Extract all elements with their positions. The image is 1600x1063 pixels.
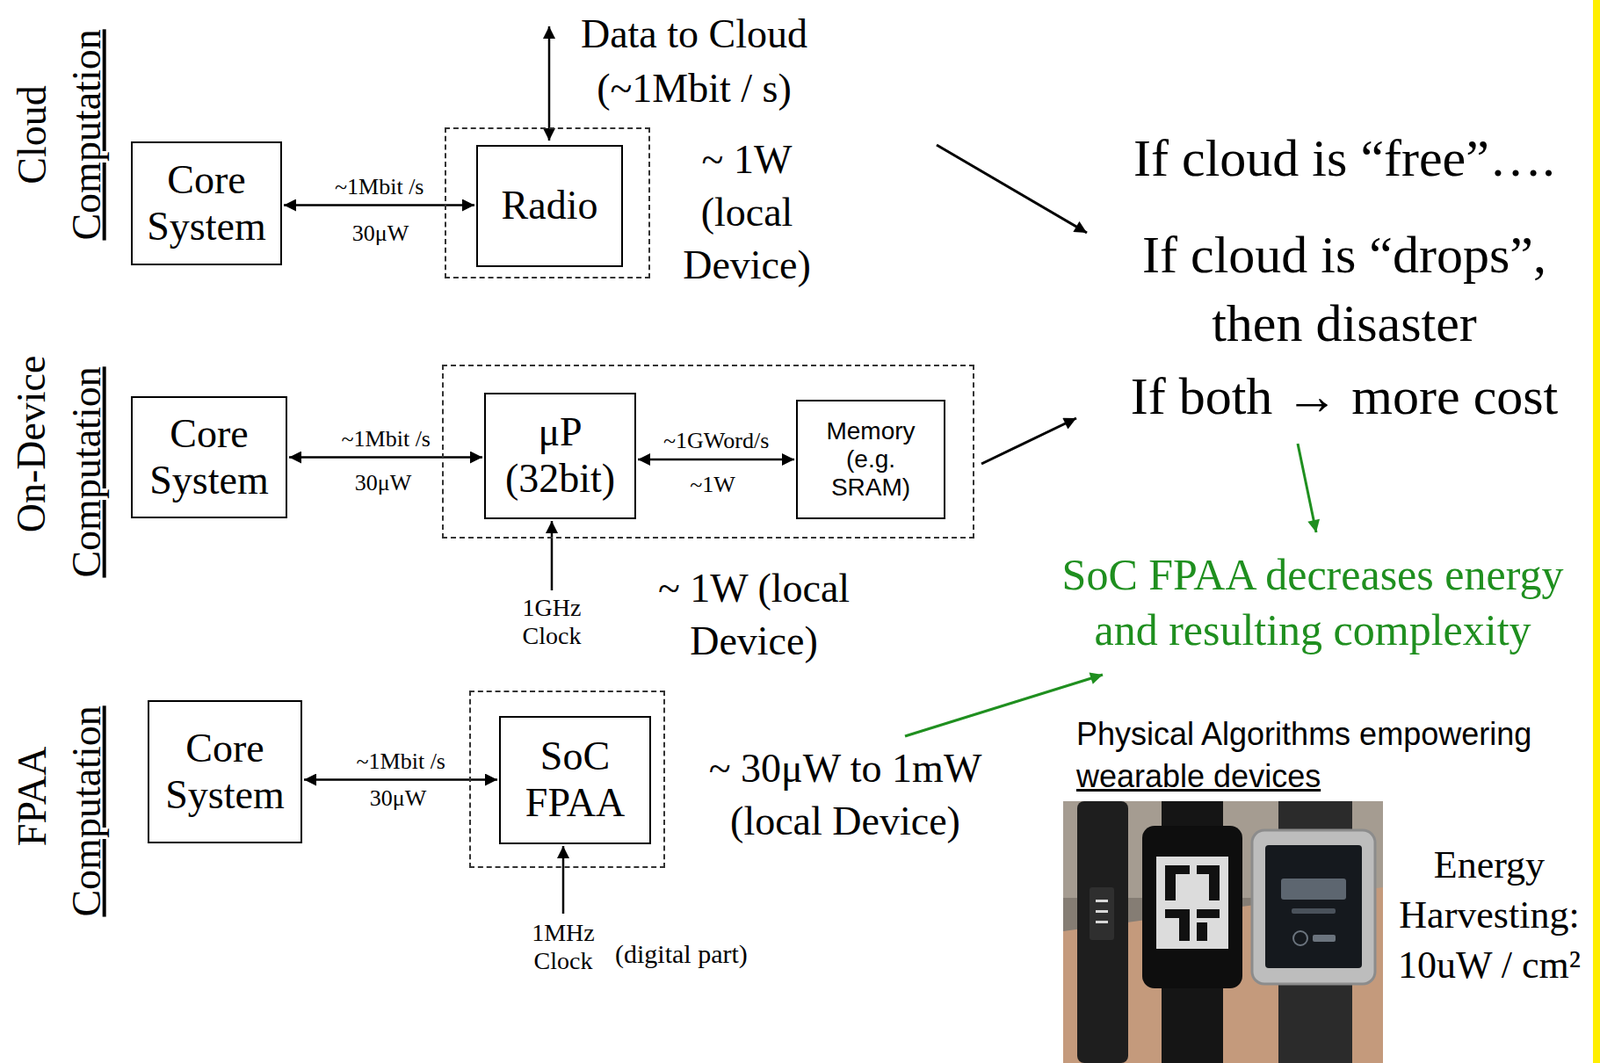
core-system-box: Core System [130, 141, 283, 266]
processor-box: μP (32bit) [484, 392, 637, 520]
clock-label: 1MHz Clock [519, 919, 608, 976]
watch-case [1142, 825, 1243, 989]
display-segment [1095, 910, 1108, 913]
power-label: 30μW [336, 219, 425, 247]
screen-glyph [1293, 931, 1308, 946]
pixel-digit [1196, 909, 1220, 919]
data-rate-label: ~1Mbit /s [339, 425, 434, 453]
cloud-link-label: Data to Cloud (~1Mbit / s) [562, 7, 826, 116]
display-segment [1095, 899, 1108, 903]
box-label: Radio [501, 182, 599, 230]
energy-note: Energy Harvesting: 10uW / cm² [1390, 839, 1589, 992]
pixel-digit [1209, 865, 1220, 901]
data-rate-label: ~1GWord/s [660, 427, 772, 455]
pointer-arrow [936, 144, 1087, 233]
pointer-arrow [904, 674, 1103, 737]
pixel-digit [1179, 909, 1190, 942]
radio-box: Radio [476, 144, 623, 268]
note-label: (digital part) [615, 938, 791, 971]
data-rate-label: ~1Mbit /s [332, 173, 427, 201]
clock-label: 1GHz Clock [507, 593, 596, 651]
row-title: Computation [64, 705, 111, 917]
power-label: 30μW [354, 784, 442, 812]
row-title: Computation [64, 366, 111, 578]
box-label: μP (32bit) [494, 409, 626, 503]
watch-screen [1156, 856, 1229, 949]
band-display [1089, 887, 1115, 941]
pointer-arrow [1297, 443, 1317, 533]
bus-arrow [289, 456, 483, 459]
fitness-band [1077, 801, 1129, 1063]
power-label: ~1W [668, 470, 757, 499]
row-title: On-Device [8, 354, 56, 533]
power-annotation: ~ 30μW to 1mW (local Device) [687, 742, 1004, 848]
power-annotation: ~ 1W (local Device) [672, 133, 822, 291]
power-label: 30μW [339, 469, 428, 497]
tradeoff-note: If cloud is “free”…. [1098, 123, 1591, 193]
core-system-box: Core System [130, 396, 288, 519]
device-boundary: ~ 30μW to 1mW (local Device)SoC FPAA [469, 690, 666, 869]
watch-case [1252, 830, 1376, 985]
bus-arrow [637, 458, 795, 462]
box-label: Core System [158, 725, 292, 819]
row-title: FPAA [9, 745, 57, 846]
box-label: Core System [141, 157, 272, 251]
wearables-photo [1063, 801, 1383, 1063]
fpaa-box: SoC FPAA [499, 716, 652, 845]
box-label: Memory (e.g. SRAM) [821, 417, 920, 503]
core-system-box: Core System [147, 700, 303, 844]
pointer-arrow [981, 418, 1077, 464]
device-boundary: ~ 1W (local Device)Radio [444, 127, 651, 279]
row-title: Cloud [9, 85, 57, 184]
photo-background [1063, 801, 1383, 1063]
bus-arrow [304, 778, 498, 782]
data-rate-label: ~1Mbit /s [354, 747, 449, 775]
box-label: Core System [141, 411, 277, 505]
fpaa-benefit-note: SoC FPAA decreases energy and resulting … [1040, 547, 1586, 658]
screen-glyph [1291, 908, 1336, 914]
caption-text: Physical Algorithms empowering [1076, 715, 1586, 753]
edge-bar [1592, 0, 1600, 1063]
pixel-digit [1196, 922, 1208, 942]
memory-box: Memory (e.g. SRAM) [796, 399, 946, 520]
power-annotation: ~ 1W (local Device) [622, 562, 886, 668]
tradeoff-note: If cloud is “drops”, then disaster [1098, 220, 1591, 358]
tradeoff-note: If both → more cost [1098, 361, 1591, 431]
screen-glyph [1281, 878, 1347, 900]
screen-glyph [1312, 934, 1336, 942]
watch-screen [1265, 845, 1362, 969]
row-title: Computation [64, 28, 111, 240]
clock-arrow [562, 846, 565, 914]
cloud-link-arrow [548, 26, 551, 141]
clock-arrow [550, 521, 554, 591]
display-segment [1095, 920, 1108, 924]
pixel-digit [1165, 865, 1190, 875]
box-label: SoC FPAA [509, 733, 641, 827]
caption-text: wearable devices [1076, 757, 1586, 796]
